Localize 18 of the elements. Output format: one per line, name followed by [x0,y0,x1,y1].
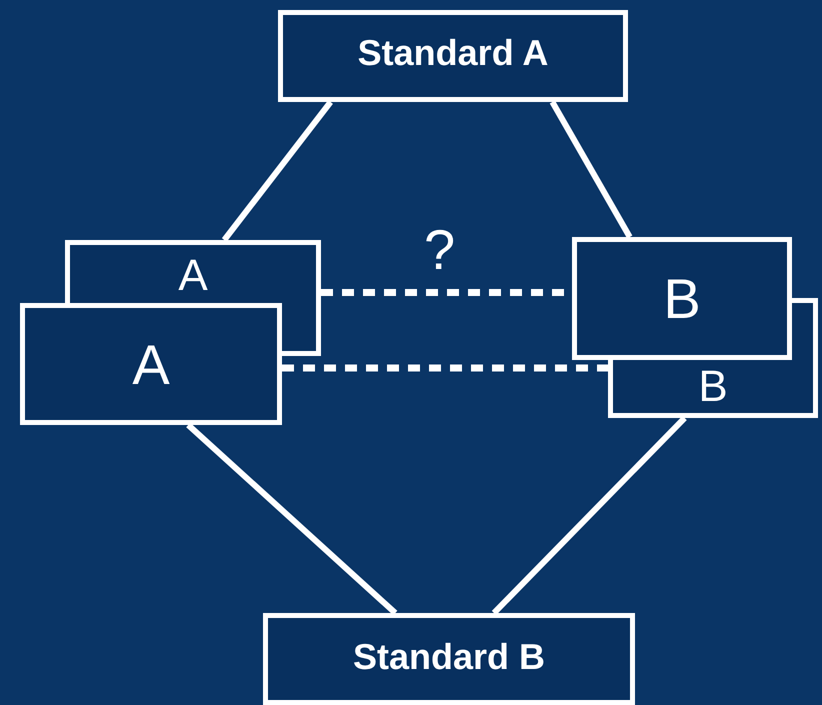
node-label: B [698,362,728,412]
node-label: B [663,266,701,331]
dotted-connector [282,364,608,372]
node-box [572,237,792,360]
connector-line [186,422,398,616]
node-box [20,303,282,425]
node-box [65,240,321,303]
node-box [608,360,818,418]
question-mark-label: ? [424,222,456,278]
node-label: Standard B [352,636,546,678]
node-label: Standard A [358,32,548,74]
node-box [278,10,628,102]
connector-line [492,416,687,616]
node-label: A [132,332,170,396]
node-label: A [178,251,208,301]
node-box [263,613,635,705]
connector-line [550,100,632,238]
connector-line [222,100,333,242]
